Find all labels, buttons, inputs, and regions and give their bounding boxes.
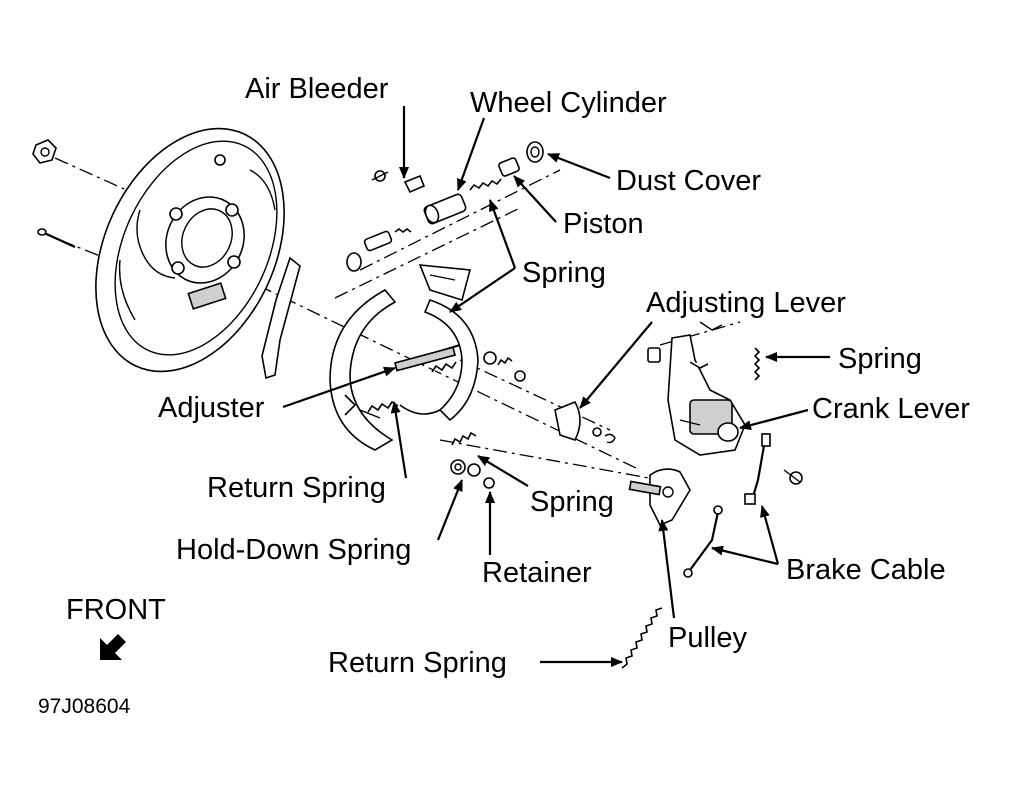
bottom-return-spring-part <box>621 607 663 669</box>
label-front: FRONT <box>66 594 166 626</box>
part-labels: Air Bleeder Wheel Cylinder Dust Cover Pi… <box>38 73 970 718</box>
label-return-spring-bottom: Return Spring <box>328 647 507 679</box>
label-spring-lower: Spring <box>530 486 614 518</box>
label-brake-cable: Brake Cable <box>786 554 946 586</box>
adjuster-small-parts <box>450 351 526 489</box>
label-crank-lever: Crank Lever <box>812 393 970 425</box>
label-hold-down-spring: Hold-Down Spring <box>176 534 411 566</box>
front-direction-arrow-icon <box>100 634 126 660</box>
label-air-bleeder: Air Bleeder <box>245 73 389 105</box>
wheel-cylinder-parts <box>346 141 544 272</box>
label-retainer: Retainer <box>482 557 592 589</box>
pulley-part <box>628 468 691 527</box>
label-return-spring-left: Return Spring <box>207 472 386 504</box>
mounting-nut <box>32 139 57 164</box>
parking-strut <box>261 256 301 380</box>
leader-lines <box>282 106 830 667</box>
backing-plate <box>95 127 285 373</box>
adjusting-lever-part <box>554 400 616 444</box>
label-dust-cover: Dust Cover <box>616 165 761 197</box>
label-spring-upper: Spring <box>522 257 606 289</box>
crank-lever-assembly <box>647 321 803 485</box>
label-pulley: Pulley <box>668 622 747 654</box>
label-adjusting-lever: Adjusting Lever <box>646 287 846 319</box>
brake-shoe-assembly <box>329 264 479 451</box>
figure-id: 97J08604 <box>38 695 131 718</box>
label-adjuster: Adjuster <box>158 392 265 424</box>
label-piston: Piston <box>563 208 644 240</box>
mounting-bolt <box>37 228 76 249</box>
label-spring-right: Spring <box>838 343 922 375</box>
brake-cable-part <box>683 433 771 578</box>
label-wheel-cylinder: Wheel Cylinder <box>470 87 667 119</box>
